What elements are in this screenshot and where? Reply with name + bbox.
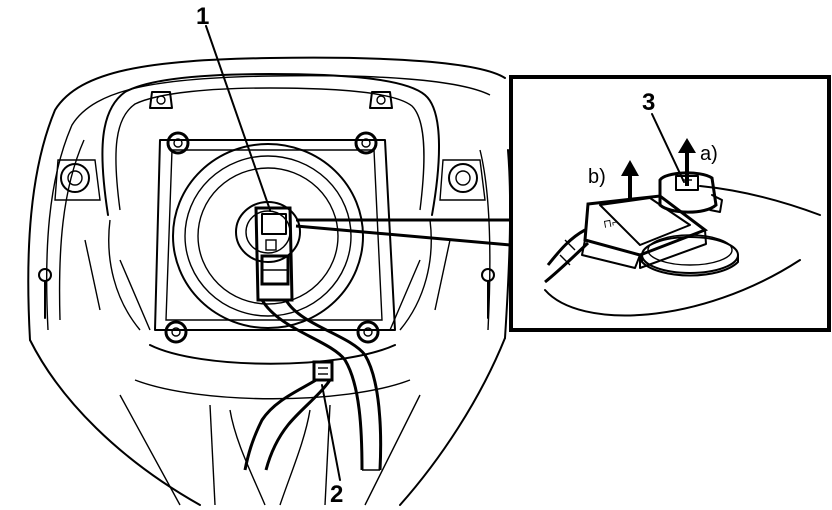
arrow-a-icon [678, 138, 696, 186]
top-bolt-right [369, 91, 393, 109]
connector-marking: ⊓⌐ [602, 217, 619, 231]
callout-line-3 [651, 113, 685, 183]
callout-label-1: 1 [196, 3, 209, 30]
wire-harness [260, 299, 383, 471]
arrow-b-icon [621, 160, 639, 200]
top-bolt-left [149, 91, 173, 109]
step-label-b: b) [588, 166, 606, 188]
plate-bolt-bl [164, 320, 188, 344]
steering-wheel-hub [27, 56, 512, 506]
callout-label-3: 3 [642, 89, 655, 116]
airbag-connector-1 [254, 206, 294, 302]
plate-bolt-tl [166, 131, 190, 155]
step-label-a: a) [700, 143, 718, 165]
horn-connector-2 [243, 360, 334, 471]
callout-line-2 [321, 384, 341, 481]
callout-label-2: 2 [330, 481, 343, 508]
detail-inset: ⊓⌐ [509, 75, 831, 332]
plate-bolt-br [356, 320, 380, 344]
inset-leader-lines [295, 218, 511, 247]
plate-bolt-tr [354, 131, 378, 155]
callout-line-1 [205, 25, 271, 211]
